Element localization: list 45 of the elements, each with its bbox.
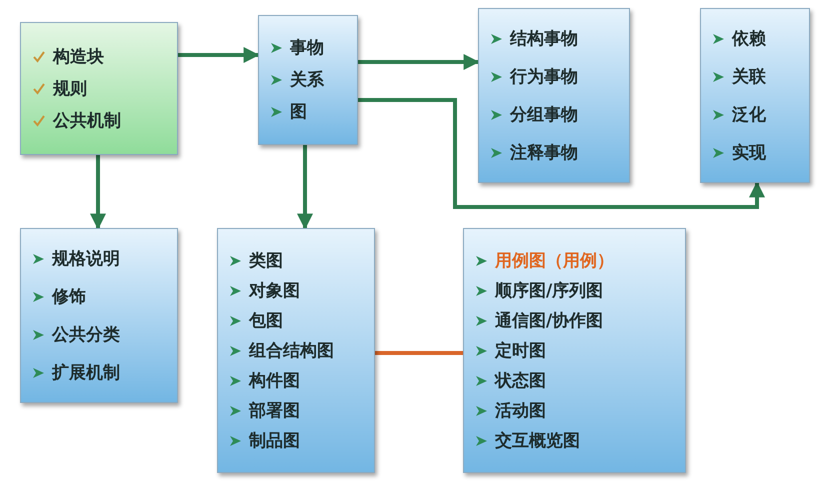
- list-item: 注释事物: [510, 142, 578, 164]
- list-box: [20, 22, 178, 155]
- list-item: 包图: [249, 310, 283, 332]
- list-box: [20, 228, 178, 403]
- connector: [297, 145, 313, 230]
- list-item: 部署图: [249, 400, 300, 422]
- list-item: 依赖: [732, 28, 766, 50]
- list-item: 行为事物: [510, 66, 578, 88]
- list-item: 扩展机制: [52, 362, 120, 384]
- list-item: 修饰: [52, 286, 86, 308]
- list-item: 交互概览图: [495, 430, 580, 452]
- list-item: 事物: [290, 37, 324, 59]
- list-box: [463, 228, 686, 473]
- list-item: 类图: [249, 250, 283, 272]
- list-item: 制品图: [249, 430, 300, 452]
- list-item: 状态图: [495, 370, 546, 392]
- list-item: 规则: [53, 78, 87, 100]
- list-item: 实现: [732, 142, 766, 164]
- connector: [90, 155, 106, 230]
- list-box: [700, 8, 810, 183]
- list-item: 泛化: [732, 104, 766, 126]
- list-item: 结构事物: [510, 28, 578, 50]
- list-item: 图: [290, 101, 307, 123]
- list-item: 定时图: [495, 340, 546, 362]
- connector: [358, 98, 765, 209]
- list-item: 分组事物: [510, 104, 578, 126]
- list-item: 构件图: [249, 370, 300, 392]
- list-item: 公共分类: [52, 324, 120, 346]
- list-item: 关联: [732, 66, 766, 88]
- list-item: 对象图: [249, 280, 300, 302]
- list-item: 活动图: [495, 400, 546, 422]
- connector: [358, 54, 480, 70]
- list-box: [478, 8, 630, 183]
- list-item: 关系: [290, 69, 324, 91]
- list-item: 规格说明: [52, 248, 120, 270]
- list-item: 公共机制: [53, 110, 121, 132]
- connector: [375, 351, 463, 355]
- list-item: 通信图/协作图: [495, 310, 604, 332]
- list-item: 构造块: [53, 46, 104, 68]
- list-item: 顺序图/序列图: [495, 280, 604, 302]
- list-box: [217, 228, 375, 473]
- connector: [178, 47, 260, 63]
- list-box: [258, 15, 358, 145]
- list-item: 用例图（用例）: [495, 250, 614, 272]
- list-item: 组合结构图: [249, 340, 334, 362]
